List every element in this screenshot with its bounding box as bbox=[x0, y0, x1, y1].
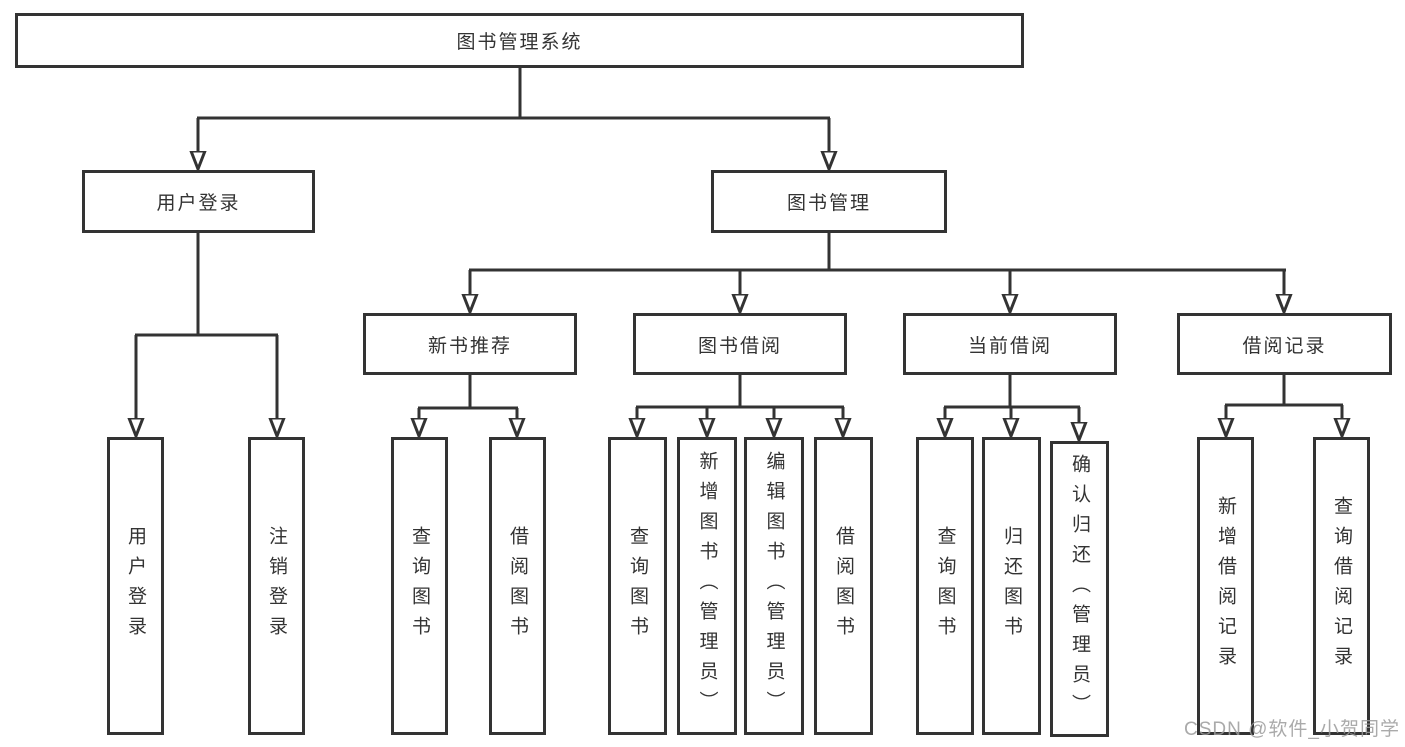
node-new-book-recommendation: 新书推荐 bbox=[363, 313, 577, 375]
node-user-login-leaf: 用户登录 bbox=[107, 437, 164, 735]
node-book-borrowing: 图书借阅 bbox=[633, 313, 847, 375]
node-confirm-return-admin-leaf: 确认归还（管理员） bbox=[1050, 441, 1109, 737]
node-borrowing-records: 借阅记录 bbox=[1177, 313, 1392, 375]
node-query-books-leaf-borrowing: 查询图书 bbox=[608, 437, 667, 735]
node-logout-leaf: 注销登录 bbox=[248, 437, 305, 735]
node-query-borrow-record-leaf: 查询借阅记录 bbox=[1313, 437, 1370, 735]
node-book-management: 图书管理 bbox=[711, 170, 947, 233]
node-user-login: 用户登录 bbox=[82, 170, 315, 233]
node-library-management-system: 图书管理系统 bbox=[15, 13, 1024, 68]
connector-trunk-segments bbox=[135, 68, 1343, 410]
node-current-borrowing: 当前借阅 bbox=[903, 313, 1117, 375]
node-edit-books-admin-leaf: 编辑图书（管理员） bbox=[744, 437, 804, 735]
node-borrow-books-leaf-recommendation: 借阅图书 bbox=[489, 437, 546, 735]
node-borrow-books-leaf-borrowing: 借阅图书 bbox=[814, 437, 873, 735]
node-return-books-leaf: 归还图书 bbox=[982, 437, 1041, 735]
node-add-books-admin-leaf: 新增图书（管理员） bbox=[677, 437, 737, 735]
node-add-borrow-record-leaf: 新增借阅记录 bbox=[1197, 437, 1254, 735]
csdn-watermark: CSDN @软件_小贺同学 bbox=[1184, 719, 1400, 740]
node-query-books-leaf-recommendation: 查询图书 bbox=[391, 437, 448, 735]
node-query-books-leaf-current: 查询图书 bbox=[916, 437, 974, 735]
